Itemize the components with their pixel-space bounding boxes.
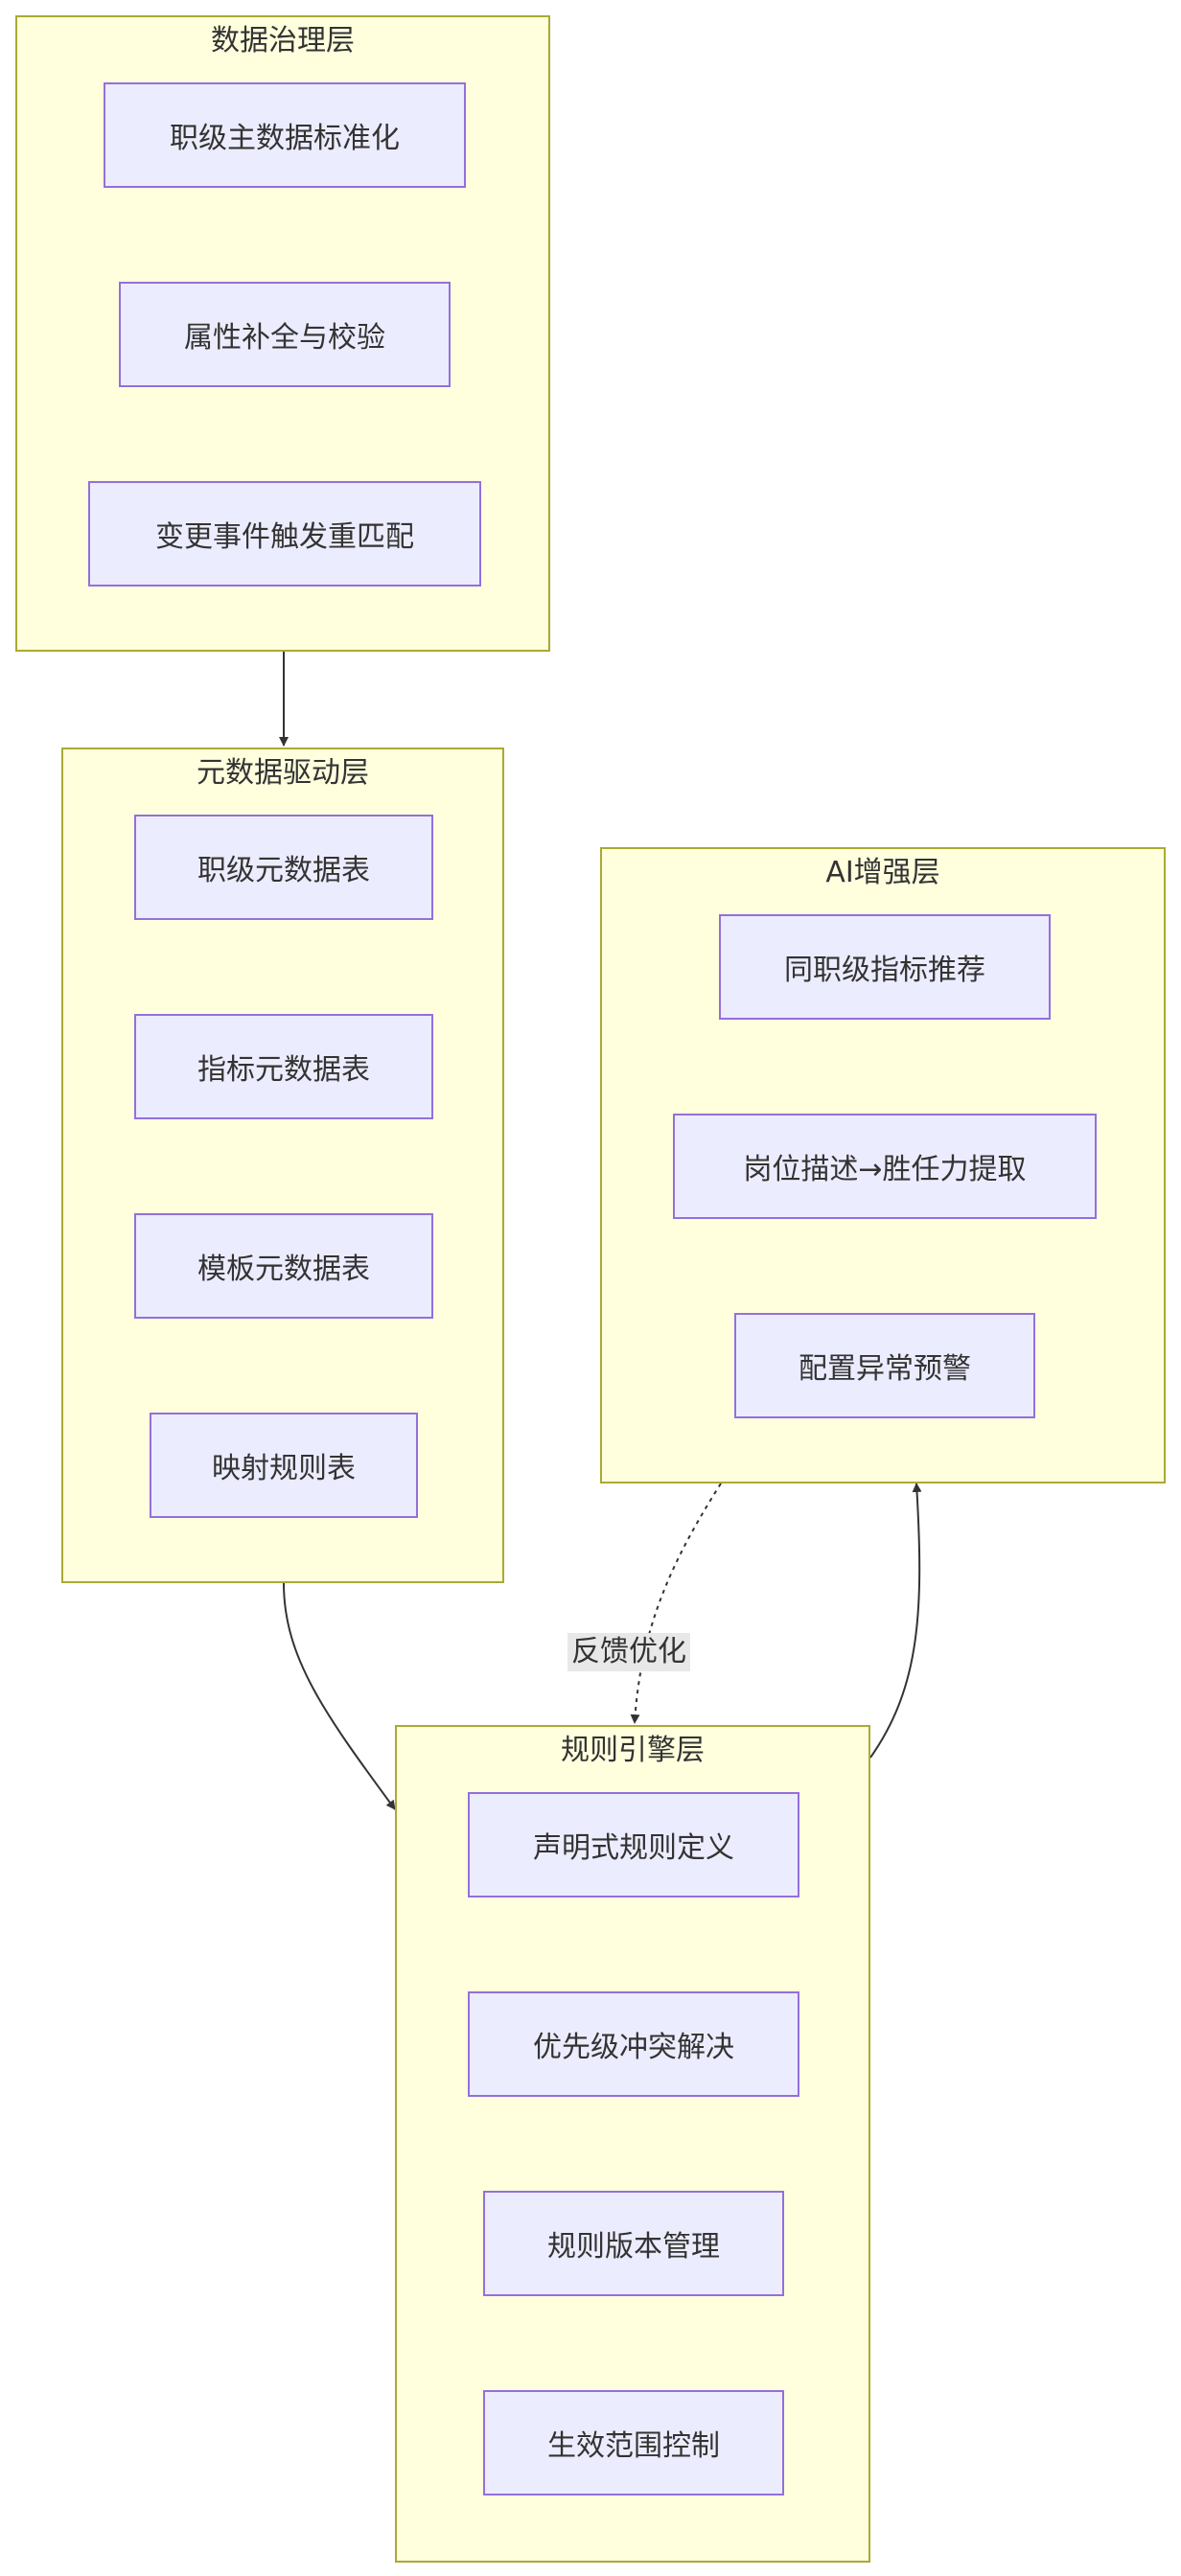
group-metadata-driven: 元数据驱动层 职级元数据表 指标元数据表 模板元数据表 映射规则表 bbox=[61, 748, 504, 1583]
node-declarative-rule-definition[interactable]: 声明式规则定义 bbox=[468, 1792, 799, 1898]
node-indicator-metadata-table[interactable]: 指标元数据表 bbox=[134, 1014, 433, 1119]
group-ai-enhanced: AI增强层 同职级指标推荐 岗位描述→胜任力提取 配置异常预警 bbox=[600, 847, 1166, 1484]
node-change-event-rematch[interactable]: 变更事件触发重匹配 bbox=[88, 481, 481, 586]
edge-metadata-to-rules bbox=[283, 1582, 396, 1810]
node-rule-version-management[interactable]: 规则版本管理 bbox=[483, 2191, 784, 2296]
node-config-anomaly-alert[interactable]: 配置异常预警 bbox=[734, 1313, 1035, 1418]
node-attribute-completion[interactable]: 属性补全与校验 bbox=[119, 282, 451, 387]
node-same-grade-indicator-recommend[interactable]: 同职级指标推荐 bbox=[719, 914, 1051, 1020]
node-grade-master-data[interactable]: 职级主数据标准化 bbox=[104, 82, 466, 188]
group-title-ai-enhanced: AI增强层 bbox=[825, 856, 940, 889]
group-title-metadata-driven: 元数据驱动层 bbox=[197, 756, 369, 790]
node-effective-scope-control[interactable]: 生效范围控制 bbox=[483, 2390, 784, 2496]
group-title-data-governance: 数据治理层 bbox=[211, 24, 355, 58]
node-priority-conflict-resolution[interactable]: 优先级冲突解决 bbox=[468, 1991, 799, 2097]
node-mapping-rule-table[interactable]: 映射规则表 bbox=[150, 1413, 418, 1518]
node-job-description-competency[interactable]: 岗位描述→胜任力提取 bbox=[673, 1114, 1097, 1219]
node-template-metadata-table[interactable]: 模板元数据表 bbox=[134, 1213, 433, 1319]
group-data-governance: 数据治理层 职级主数据标准化 属性补全与校验 变更事件触发重匹配 bbox=[15, 15, 550, 652]
edge-rules-to-ai bbox=[869, 1483, 922, 1759]
edge-ai-to-rules-dashed bbox=[630, 1483, 722, 1724]
group-title-rule-engine: 规则引擎层 bbox=[561, 1734, 705, 1767]
edge-label-feedback: 反馈优化 bbox=[567, 1633, 690, 1671]
node-grade-metadata-table[interactable]: 职级元数据表 bbox=[134, 815, 433, 920]
group-rule-engine: 规则引擎层 声明式规则定义 优先级冲突解决 规则版本管理 生效范围控制 bbox=[395, 1725, 870, 2563]
